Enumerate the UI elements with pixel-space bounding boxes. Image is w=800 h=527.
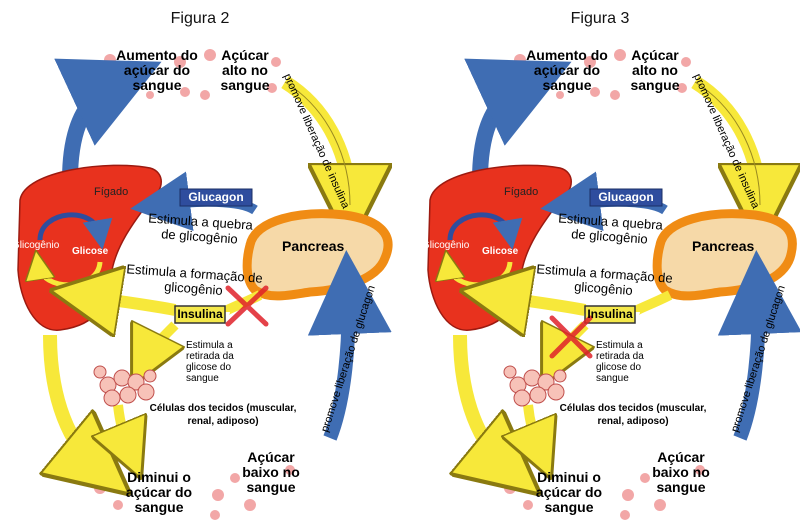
pancreas-shape xyxy=(652,209,797,301)
figure-title: Figura 2 xyxy=(170,10,230,27)
figure-3: Figura 3 Aumento do açúcar do sangue Açú… xyxy=(400,0,800,527)
label-diminui: Diminui o açúcar do sangue xyxy=(125,469,193,515)
label-estimula-retirada: Estimula a retirada da glicose do sangue xyxy=(186,340,234,384)
label-aumento: Aumento do açúcar do sangue xyxy=(116,47,198,93)
label-acucar-baixo: Açúcar baixo no sangue xyxy=(242,449,300,495)
label-celulas: Células dos tecidos (muscular, renal, ad… xyxy=(559,403,707,427)
arrow-cells-to-decrease xyxy=(118,404,130,452)
arrow-insulin-to-liver xyxy=(495,296,587,310)
arrow-liver-to-decrease xyxy=(460,334,508,468)
glucagon-box xyxy=(179,188,253,207)
label-acucar-alto: Açúcar alto no sangue xyxy=(630,47,680,93)
arrow-liver-to-decrease xyxy=(50,334,98,468)
label-figado: Fígado xyxy=(504,186,539,198)
label-glicose: Glicose xyxy=(72,246,109,257)
label-estimula-retirada: Estimula a retirada da glicose do sangue xyxy=(596,340,644,384)
label-glicogenio: Glicogênio xyxy=(12,240,60,251)
arrow-liver-to-increase xyxy=(54,58,162,181)
label-insulina: Insulina xyxy=(177,307,223,321)
label-pancreas: Pancreas xyxy=(282,238,345,254)
label-glucagon: Glucagon xyxy=(188,190,244,204)
arrow-cells-to-decrease xyxy=(528,404,540,452)
arrow-low-to-pancreas xyxy=(307,250,392,441)
arrow-insulin-to-liver xyxy=(85,296,177,310)
figure-title: Figura 3 xyxy=(570,10,630,27)
tissue-cells xyxy=(503,365,567,407)
label-diminui: Diminui o açúcar do sangue xyxy=(535,469,603,515)
label-acucar-baixo: Açúcar baixo no sangue xyxy=(652,449,710,495)
glucagon-box xyxy=(589,188,663,207)
insulina-box xyxy=(584,305,636,324)
arrow-insulin-to-cells xyxy=(145,325,175,360)
label-figado: Fígado xyxy=(94,186,129,198)
figure-3-graphics xyxy=(427,49,800,520)
label-glucagon: Glucagon xyxy=(598,190,654,204)
figure-2-graphics xyxy=(17,49,393,520)
label-pancreas: Pancreas xyxy=(692,238,755,254)
label-aumento: Aumento do açúcar do sangue xyxy=(526,47,608,93)
cross-mark xyxy=(549,315,593,359)
cross-mark xyxy=(225,285,269,327)
label-celulas: Células dos tecidos (muscular, renal, ad… xyxy=(149,403,297,427)
arrow-liver-to-increase xyxy=(464,58,572,181)
label-glicogenio: Glicogênio xyxy=(422,240,470,251)
tissue-cells xyxy=(93,365,157,407)
insulina-box xyxy=(174,305,226,324)
label-acucar-alto: Açúcar alto no sangue xyxy=(220,47,270,93)
label-glicose: Glicose xyxy=(482,246,519,257)
label-insulina: Insulina xyxy=(587,307,633,321)
arrow-low-to-pancreas xyxy=(717,250,800,441)
figure-2: Figura 2 Aumento do açúcar do sangue Açú… xyxy=(12,10,393,520)
